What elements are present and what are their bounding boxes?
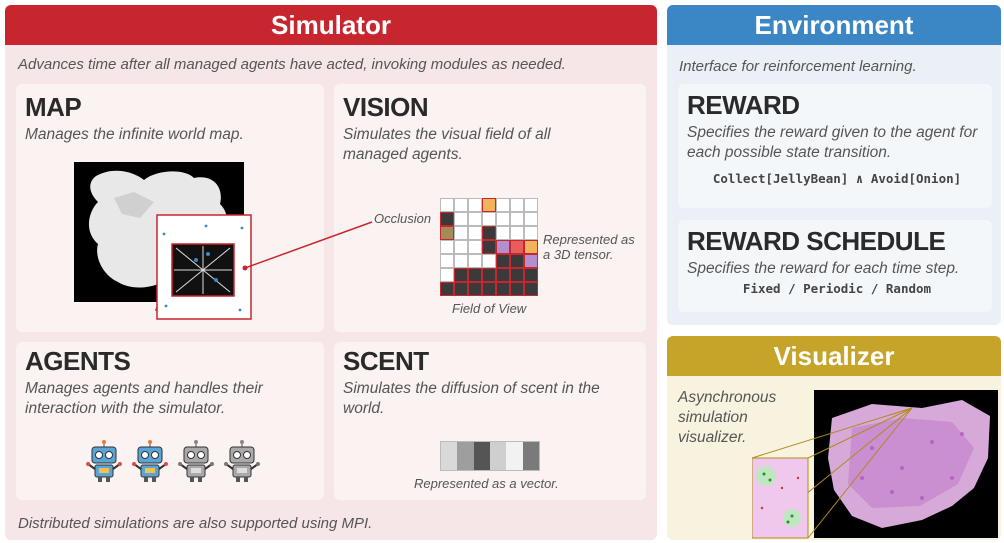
fov-cell xyxy=(482,268,496,282)
map-desc: Manages the infinite world map. xyxy=(25,126,244,143)
reward-title: REWARD xyxy=(687,90,800,120)
vision-card: VISION Simulates the visual field of all… xyxy=(334,84,646,332)
map-card: MAP Manages the infinite world map. xyxy=(16,84,324,332)
fov-cell xyxy=(510,254,524,268)
agents-title: AGENTS xyxy=(25,346,131,376)
tensor-label: Represented as a 3D tensor. xyxy=(543,232,635,262)
robot-icon xyxy=(132,440,168,482)
fov-cell xyxy=(440,268,454,282)
fov-cell xyxy=(454,254,468,268)
robot-icon xyxy=(178,440,214,482)
reward-desc: Specifies the reward given to the agent … xyxy=(687,124,978,161)
fov-cell xyxy=(468,268,482,282)
visualizer-header: Visualizer xyxy=(667,336,1001,376)
robot-icon xyxy=(224,440,260,482)
scent-vector xyxy=(440,441,540,471)
occlusion-label: Occlusion xyxy=(374,211,432,226)
vision-title: VISION xyxy=(343,92,429,122)
fov-cell xyxy=(454,268,468,282)
fov-cell xyxy=(524,268,538,282)
fov-cell xyxy=(510,212,524,226)
reward-card: REWARD Specifies the reward given to the… xyxy=(678,84,992,208)
fov-cell xyxy=(510,240,524,254)
agents-desc: Manages agents and handles their interac… xyxy=(25,380,263,417)
fov-cell xyxy=(440,240,454,254)
environment-title: Environment xyxy=(754,10,914,40)
map-title: MAP xyxy=(25,92,82,122)
visualizer-title: Visualizer xyxy=(773,341,895,371)
fov-cell xyxy=(510,282,524,296)
fov-cell xyxy=(440,226,454,240)
fov-cell xyxy=(524,282,538,296)
fov-cell xyxy=(524,198,538,212)
fov-cell xyxy=(468,282,482,296)
fov-cell xyxy=(482,282,496,296)
scent-title: SCENT xyxy=(343,346,429,376)
fov-cell xyxy=(524,212,538,226)
fov-cell xyxy=(440,282,454,296)
fov-cell xyxy=(496,240,510,254)
fov-cell xyxy=(524,226,538,240)
fov-cell xyxy=(440,212,454,226)
fov-cell xyxy=(496,212,510,226)
agent-robots xyxy=(86,440,266,484)
reward-schedule-card: REWARD SCHEDULE Specifies the reward for… xyxy=(678,220,992,312)
simulator-title: Simulator xyxy=(271,10,391,40)
fov-cell xyxy=(482,254,496,268)
fov-cell xyxy=(482,240,496,254)
fov-cell xyxy=(496,198,510,212)
fov-cell xyxy=(468,198,482,212)
reward-schedule-desc: Specifies the reward for each time step. xyxy=(687,260,960,277)
scent-card: SCENT Simulates the diffusion of scent i… xyxy=(334,342,646,500)
map-zoom-inset xyxy=(156,214,252,320)
fov-cell xyxy=(454,226,468,240)
vision-desc: Simulates the visual field of all manage… xyxy=(343,126,551,163)
fov-cell xyxy=(510,198,524,212)
visualizer-desc: Asynchronous simulation visualizer. xyxy=(678,389,777,446)
simulator-subtitle: Advances time after all managed agents h… xyxy=(18,56,566,73)
scent-desc: Simulates the diffusion of scent in the … xyxy=(343,380,600,417)
fov-cell xyxy=(496,268,510,282)
agents-card: AGENTS Manages agents and handles their … xyxy=(16,342,324,500)
fov-cell xyxy=(454,198,468,212)
reward-spec: Collect[JellyBean] ∧ Avoid[Onion] xyxy=(712,171,962,186)
fov-cell xyxy=(454,212,468,226)
fov-cell xyxy=(524,254,538,268)
fov-cell xyxy=(482,226,496,240)
visualizer-image xyxy=(752,390,998,539)
fov-cell xyxy=(454,282,468,296)
environment-header: Environment xyxy=(667,5,1001,45)
robot-icon xyxy=(86,440,122,482)
fov-cell xyxy=(510,268,524,282)
fov-cell xyxy=(496,254,510,268)
fov-cell xyxy=(468,226,482,240)
fov-cell xyxy=(440,254,454,268)
reward-schedule-spec: Fixed / Periodic / Random xyxy=(742,281,932,296)
fov-cell xyxy=(496,226,510,240)
fov-cell xyxy=(482,198,496,212)
fov-cell xyxy=(524,240,538,254)
fov-cell xyxy=(496,282,510,296)
simulator-footer: Distributed simulations are also support… xyxy=(18,515,373,532)
simulator-header: Simulator xyxy=(5,5,657,45)
fov-cell xyxy=(510,226,524,240)
reward-schedule-title: REWARD SCHEDULE xyxy=(687,226,946,256)
fov-cell xyxy=(468,240,482,254)
fov-cell xyxy=(482,212,496,226)
fov-cell xyxy=(468,254,482,268)
field-of-view-grid xyxy=(440,198,538,296)
fov-cell xyxy=(454,240,468,254)
environment-subtitle: Interface for reinforcement learning. xyxy=(679,58,917,75)
field-of-view-label: Field of View xyxy=(452,301,527,316)
fov-cell xyxy=(468,212,482,226)
fov-cell xyxy=(440,198,454,212)
scent-vector-label: Represented as a vector. xyxy=(414,476,559,491)
